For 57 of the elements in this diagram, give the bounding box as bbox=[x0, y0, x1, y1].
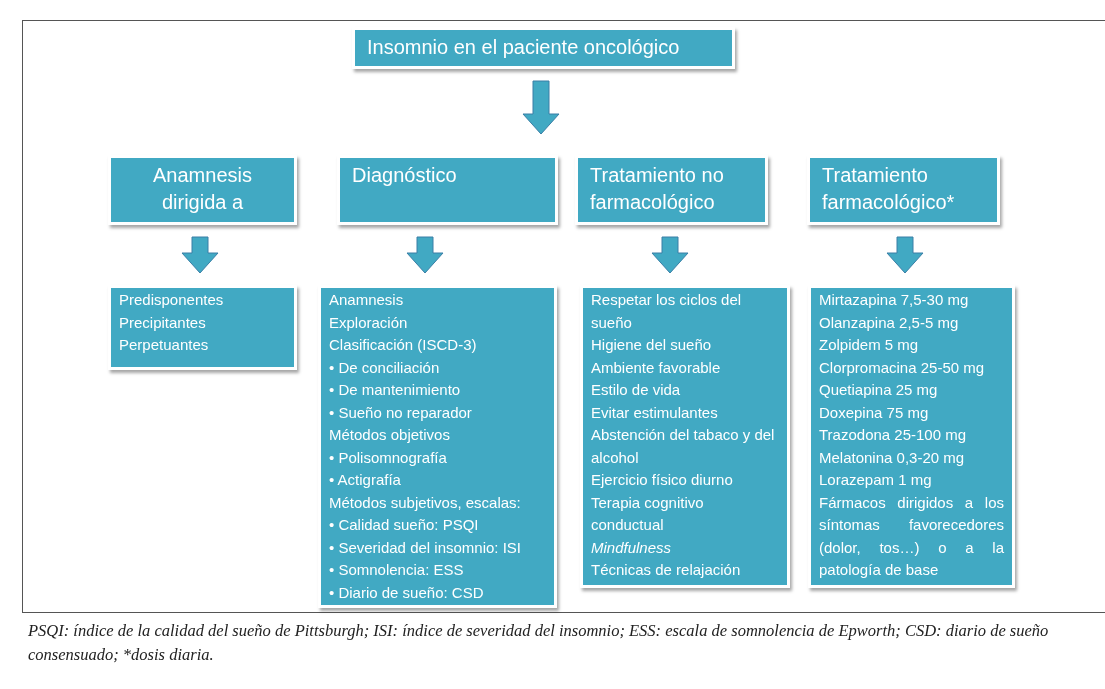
list-item: Evitar estimulantes bbox=[591, 402, 719, 423]
list-item: Fármacos dirigidos a los síntomas favorecedores (dolor, tos…) o a la patología de base bbox=[819, 492, 1004, 580]
list-item: Métodos subjetivos, escalas: bbox=[329, 492, 522, 513]
list-item: Respetar los ciclos del sueño bbox=[591, 290, 743, 333]
list-item: Clorpromacina 25-50 mg bbox=[819, 357, 986, 378]
list-item: Terapia cognitivo conductual bbox=[591, 492, 705, 535]
heading-box bbox=[352, 27, 735, 69]
heading-text: Insomnio en el paciente oncológico bbox=[367, 35, 681, 60]
list-item: • Polisomnografía bbox=[329, 447, 448, 468]
heading-box bbox=[337, 155, 558, 225]
list-item: Predisponentes bbox=[119, 290, 225, 310]
block-arrow bbox=[651, 236, 689, 274]
heading-text: Diagnóstico bbox=[352, 163, 458, 188]
list-item: Técnicas de relajación bbox=[591, 560, 742, 580]
block-arrow bbox=[886, 236, 924, 274]
list-item: Quetiapina 25 mg bbox=[819, 380, 939, 400]
block-arrow bbox=[181, 236, 219, 274]
list-item: Mindfulness bbox=[591, 537, 673, 558]
list-item: • Somnolencia: ESS bbox=[329, 560, 465, 580]
list-box bbox=[108, 285, 297, 370]
list-item: Estilo de vida bbox=[591, 380, 682, 400]
heading-box bbox=[807, 155, 1000, 225]
list-item: • Calidad sueño: PSQI bbox=[329, 515, 480, 535]
list-item: • De mantenimiento bbox=[329, 380, 462, 400]
list-box bbox=[808, 285, 1015, 588]
list-item: Clasificación (ISCD-3) bbox=[329, 335, 478, 355]
list-item: • Severidad del insomnio: ISI bbox=[329, 537, 523, 558]
list-item: Trazodona 25-100 mg bbox=[819, 425, 968, 445]
list-item: Precipitantes bbox=[119, 312, 207, 333]
list-item: • Sueño no reparador bbox=[329, 402, 473, 423]
heading-box bbox=[575, 155, 768, 225]
list-item: Lorazepam 1 mg bbox=[819, 470, 933, 490]
list-item: Métodos objetivos bbox=[329, 425, 451, 445]
list-item: • Actigrafía bbox=[329, 470, 402, 490]
list-item: Zolpidem 5 mg bbox=[819, 335, 920, 355]
list-item: Exploración bbox=[329, 312, 409, 333]
block-arrow bbox=[522, 80, 560, 135]
list-item: • De conciliación bbox=[329, 357, 441, 378]
list-box bbox=[580, 285, 790, 588]
list-item: Anamnesis bbox=[329, 290, 405, 310]
list-item: Melatonina 0,3-20 mg bbox=[819, 447, 966, 468]
block-arrow bbox=[406, 236, 444, 274]
list-item: Abstención del tabaco y del alcohol bbox=[591, 425, 776, 468]
list-item: Ejercicio físico diurno bbox=[591, 470, 734, 490]
heading-text: Anamnesis dirigida a bbox=[152, 163, 253, 215]
list-item: Perpetuantes bbox=[119, 335, 210, 355]
list-item: Higiene del sueño bbox=[591, 335, 713, 355]
heading-box bbox=[108, 155, 297, 225]
list-item: Ambiente favorable bbox=[591, 357, 722, 378]
list-item: Doxepina 75 mg bbox=[819, 402, 930, 423]
caption: PSQI: índice de la calidad del sueño de Pittsburgh; ISI: índice de severidad del insomnio; ESS: escala de somnolencia de Epworth; CSD: diario de sueño consensuado; *dosis diaria. bbox=[28, 620, 1050, 666]
list-item: • Diario de sueño: CSD bbox=[329, 582, 485, 603]
heading-text: Tratamiento farmacológico* bbox=[822, 163, 956, 215]
list-item: Mirtazapina 7,5-30 mg bbox=[819, 290, 970, 310]
heading-text: Tratamiento no farmacológico bbox=[590, 163, 725, 215]
list-box bbox=[318, 285, 557, 608]
list-item: Olanzapina 2,5-5 mg bbox=[819, 312, 960, 333]
